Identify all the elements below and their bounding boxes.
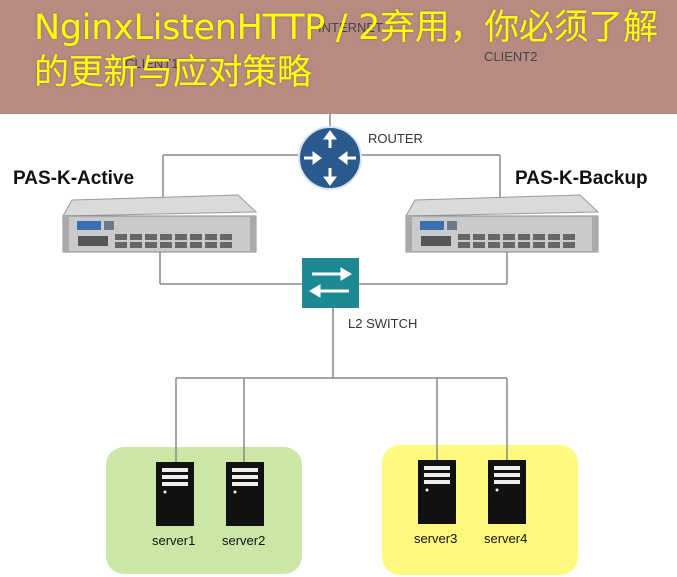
server-icon <box>418 460 456 524</box>
switch-icon <box>302 258 359 308</box>
appliance-icon <box>62 194 258 253</box>
switch-label: L2 SWITCH <box>348 316 418 331</box>
top-banner <box>0 0 677 114</box>
server2-label: server2 <box>222 533 266 548</box>
server-icon <box>156 462 194 526</box>
client1-label: CLIENT1 <box>125 56 179 71</box>
overlay-title: NginxListenHTTP / 2弃用，你必须了解的更新与应对策略 <box>34 8 658 93</box>
backup-label: PAS-K-Backup <box>515 168 648 189</box>
server1-label: server1 <box>152 533 196 548</box>
server-group-b <box>382 445 578 575</box>
appliance-icon <box>405 194 600 253</box>
router-label: ROUTER <box>368 131 423 146</box>
server-icon <box>488 460 526 524</box>
server-icon <box>226 462 264 526</box>
active-label: PAS-K-Active <box>13 168 135 189</box>
server-group-a <box>106 447 302 574</box>
internet-label: INTERNET <box>318 20 383 35</box>
client2-label: CLIENT2 <box>484 49 538 64</box>
router-icon <box>298 126 362 190</box>
server3-label: server3 <box>414 531 458 546</box>
server4-label: server4 <box>484 531 528 546</box>
